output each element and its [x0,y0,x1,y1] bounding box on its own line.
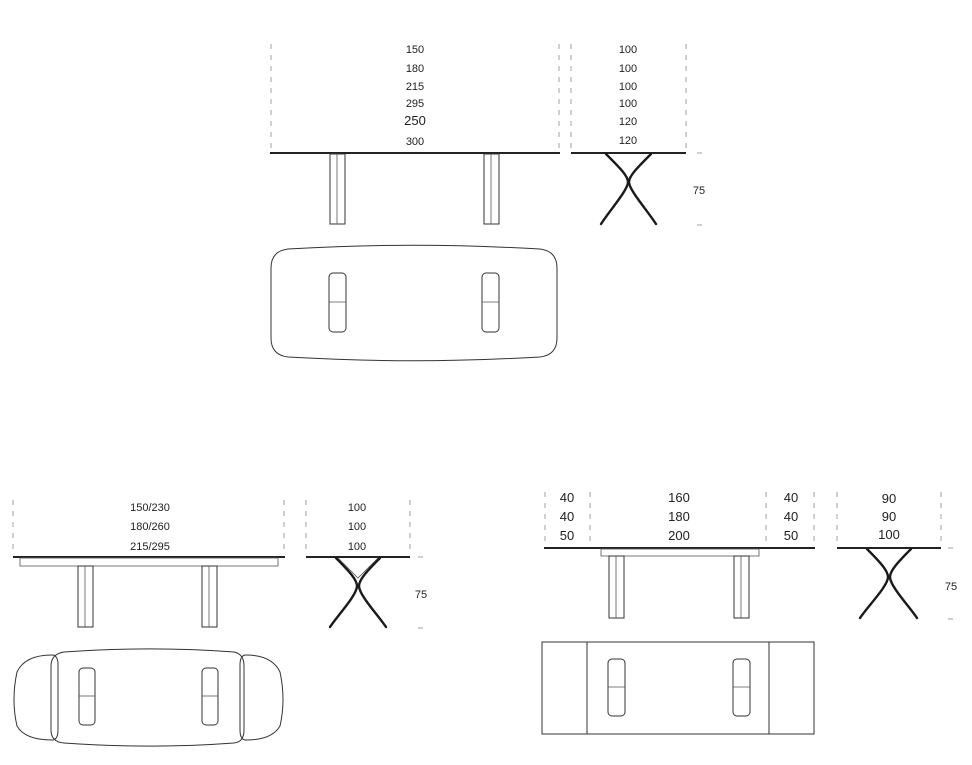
fixed-depth-label-3: 100 [619,81,637,93]
ext-rect-right-ext-label-1: 40 [784,490,798,505]
fixed-depth-label-4: 100 [619,98,637,110]
fixed-depth-label-2: 100 [619,63,637,75]
ext-oval-depth-label-3: 100 [348,541,366,553]
fixed-depth-label-5: 120 [619,116,637,128]
fixed-side-view: 100 100 100 100 120 120 75 [570,44,705,226]
extendable-rect-side-view: 90 90 100 75 [836,491,957,620]
ext-oval-depth-label-1: 100 [348,502,366,514]
ext-oval-plan-leg-left [78,667,96,726]
extendable-rect-table-group: 40 40 50 160 180 200 40 40 50 90 90 100 [541,490,957,735]
fixed-oval-tabletop-plan [270,244,558,362]
ext-oval-center-top-plan [50,648,245,747]
ext-oval-left-leaf-plan [13,654,59,741]
fixed-length-label-5: 250 [404,113,426,128]
ext-rect-left-ext-label-2: 40 [560,509,574,524]
extendable-oval-plan-view [13,648,284,747]
fixed-length-label-6: 300 [406,136,424,148]
ext-rect-depth-label-2: 90 [882,509,896,524]
ext-rect-tabletop-plan [541,641,815,735]
extendable-oval-front-view: 150/230 180/260 215/295 [12,500,285,628]
ext-oval-x-leg-b [357,556,388,629]
ext-oval-depth-label-2: 100 [348,521,366,533]
extendable-oval-side-view: 100 100 100 75 [305,500,427,629]
ext-rect-left-ext-label-1: 40 [560,490,574,505]
ext-rect-left-ext-label-3: 50 [560,528,574,543]
fixed-length-label-4: 295 [406,98,424,110]
ext-rect-leg-right [733,555,750,619]
ext-rect-right-ext-label-3: 50 [784,528,798,543]
ext-rect-plan-leg-right [732,658,751,717]
fixed-x-leg-a [599,152,630,226]
fixed-length-label-2: 180 [406,63,424,75]
fixed-leg-left [329,153,346,225]
fixed-height-label: 75 [693,185,705,197]
fixed-leg-right [483,153,500,225]
fixed-oval-table-group: 150 180 215 295 250 300 100 100 100 100 … [270,44,705,362]
ext-rect-length-label-2: 180 [668,509,690,524]
ext-oval-leg-right [201,565,218,628]
extendable-rect-front-view: 40 40 50 160 180 200 40 40 50 [544,490,815,619]
fixed-plan-leg-right [481,272,500,333]
ext-rect-length-label-3: 200 [668,528,690,543]
ext-oval-length-label-3: 215/295 [130,541,170,553]
ext-oval-height-label: 75 [415,589,427,601]
ext-rect-right-ext-label-2: 40 [784,509,798,524]
extendable-rect-plan-view [541,641,815,735]
ext-rect-plan-leg-left [607,658,626,717]
ext-oval-plan-leg-right [201,667,219,726]
ext-rect-depth-label-3: 100 [878,527,900,542]
ext-rect-x-leg-b [888,547,919,620]
fixed-depth-label-1: 100 [619,44,637,56]
ext-oval-right-leaf-plan [239,654,284,741]
ext-rect-height-label: 75 [945,581,957,593]
ext-rect-leg-left [608,555,625,619]
fixed-length-label-3: 215 [406,81,424,93]
fixed-front-view: 150 180 215 295 250 300 [270,44,560,225]
fixed-plan-leg-left [328,272,347,333]
ext-oval-x-leg-a [328,556,359,629]
fixed-x-leg-b [627,152,658,226]
fixed-depth-label-6: 120 [619,135,637,147]
fixed-length-label-1: 150 [406,44,424,56]
ext-rect-x-leg-a [858,547,890,620]
ext-rect-length-label-1: 160 [668,490,690,505]
ext-oval-length-label-1: 150/230 [130,502,170,514]
ext-oval-apron [19,557,279,567]
ext-oval-length-label-2: 180/260 [130,521,170,533]
ext-oval-leg-left [77,565,94,628]
extendable-oval-table-group: 150/230 180/260 215/295 100 100 100 75 [12,500,427,747]
ext-rect-depth-label-1: 90 [882,491,896,506]
ext-rect-apron [600,548,760,557]
fixed-plan-view [270,244,558,362]
